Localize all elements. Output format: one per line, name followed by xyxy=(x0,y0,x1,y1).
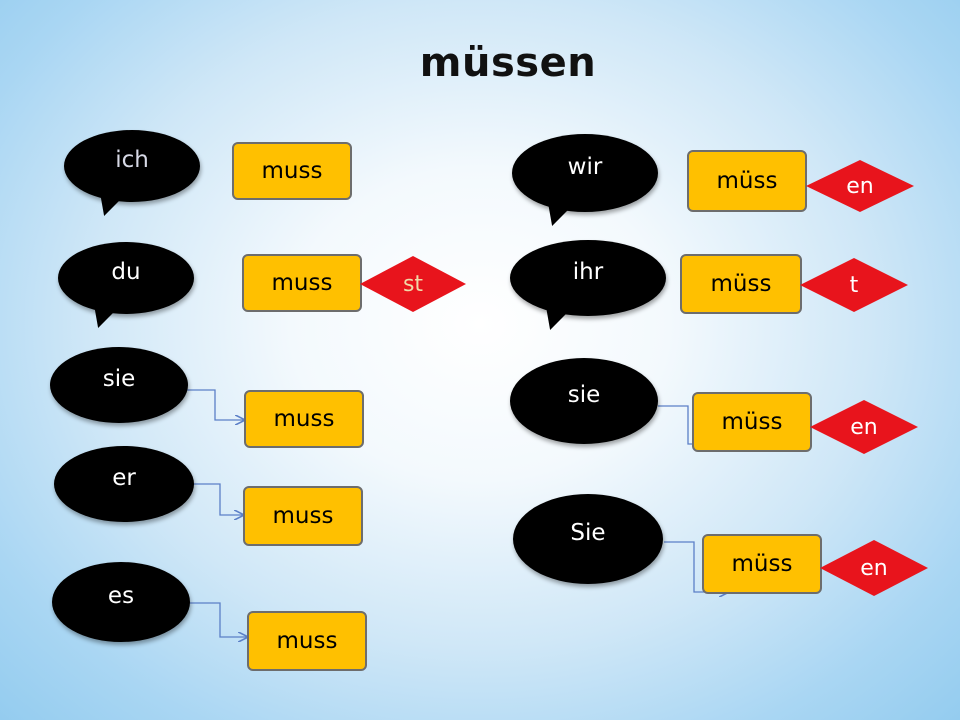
stem-er: muss xyxy=(243,486,363,546)
stem-es: muss xyxy=(247,611,367,671)
connector-es xyxy=(188,602,247,637)
pronoun-du: du xyxy=(58,242,194,314)
stem-wir: müss xyxy=(687,150,807,212)
stem-sie-plural: müss xyxy=(692,392,812,452)
pronoun-ihr: ihr xyxy=(510,240,666,316)
pronoun-sie-singular: sie xyxy=(50,347,188,423)
pronoun-es: es xyxy=(52,562,190,642)
pronoun-Sie: Sie xyxy=(513,494,663,584)
connector-er xyxy=(190,483,243,515)
connector-sie-singular xyxy=(185,389,244,420)
pronoun-wir: wir xyxy=(512,134,658,212)
page-title: müssen xyxy=(419,40,597,86)
stem-sie-singular: muss xyxy=(244,390,364,448)
stem-du: muss xyxy=(242,254,362,312)
pronoun-sie-plural: sie xyxy=(510,358,658,444)
pronoun-er: er xyxy=(54,446,194,522)
pronoun-ich: ich xyxy=(64,130,200,202)
stem-ich: muss xyxy=(232,142,352,200)
stem-Sie: müss xyxy=(702,534,822,594)
stem-ihr: müss xyxy=(680,254,802,314)
